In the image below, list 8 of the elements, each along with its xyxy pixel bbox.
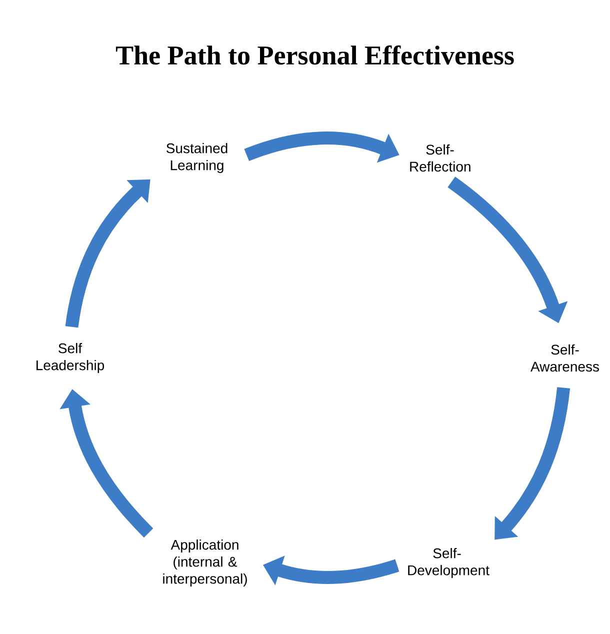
title: The Path to Personal Effectiveness xyxy=(116,45,514,65)
node-label: Application (internal & interpersonal) xyxy=(163,539,247,587)
node-label: Sustained Learning xyxy=(166,142,228,174)
node-label: Self Leadership xyxy=(36,342,104,374)
node-label: Self- Reflection xyxy=(410,144,470,172)
node-label: Self- Awareness xyxy=(530,344,599,372)
node-label: Self- Development xyxy=(408,548,490,578)
curved-arrow xyxy=(65,179,150,328)
